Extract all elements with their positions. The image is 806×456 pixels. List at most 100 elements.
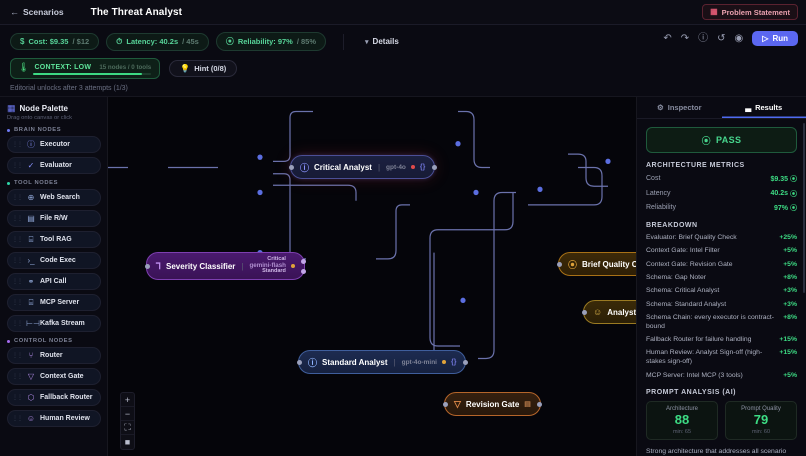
palette-item-label: Context Gate xyxy=(40,373,84,380)
check-circle-icon: ⦿ xyxy=(790,205,797,212)
input-port[interactable] xyxy=(144,263,150,269)
input-port[interactable] xyxy=(581,309,587,315)
drag-handle-icon[interactable]: ⋮⋮ xyxy=(12,353,23,359)
brain-icon: ⓘ xyxy=(27,140,35,149)
drag-handle-icon[interactable]: ⋮⋮ xyxy=(12,300,23,306)
palette-group-header: BRAIN NODES xyxy=(7,127,101,133)
drag-handle-icon[interactable]: ⋮⋮ xyxy=(12,216,23,222)
palette-item-label: Executor xyxy=(40,141,70,148)
breakdown-value: +3% xyxy=(783,287,797,295)
workflow-canvas[interactable]: ⓘ Critical Analyst | gpt-4o {} ⅂ Severit… xyxy=(108,97,636,456)
palette-item-context-gate[interactable]: ⋮⋮ ▽ Context Gate xyxy=(7,368,101,385)
palette-item-label: File R/W xyxy=(40,215,68,222)
palette-item-api-call[interactable]: ⋮⋮⚭API Call xyxy=(7,273,101,290)
metric-key: Reliability xyxy=(646,204,676,211)
tab-results[interactable]: ▃ Results xyxy=(722,97,806,118)
lock-icon[interactable]: ■ xyxy=(124,437,131,447)
zoom-in-icon[interactable]: + xyxy=(121,393,134,407)
reset-icon[interactable]: ↺ xyxy=(717,32,726,44)
summary-text: Strong architecture that addresses all s… xyxy=(646,447,787,455)
shield-check-icon: ⦿ xyxy=(225,37,234,46)
eye-icon[interactable]: ◉ xyxy=(734,32,744,44)
palette-item-executor[interactable]: ⋮⋮ ⓘ Executor xyxy=(7,136,101,153)
zoom-out-icon[interactable]: − xyxy=(121,407,134,421)
context-label: CONTEXT: LOW xyxy=(34,64,92,71)
back-to-scenarios-button[interactable]: ← Scenarios xyxy=(10,7,64,17)
node-standard-analyst[interactable]: ⓘ Standard Analyst | gpt-4o-mini {} xyxy=(296,350,468,374)
output-port[interactable] xyxy=(462,359,468,365)
group-dot xyxy=(7,181,10,185)
drag-handle-icon[interactable]: ⋮⋮ xyxy=(12,195,23,201)
palette-item-tool-rag[interactable]: ⋮⋮⌸Tool RAG xyxy=(7,231,101,248)
node-critical-analyst[interactable]: ⓘ Critical Analyst | gpt-4o {} xyxy=(288,155,437,179)
palette-item-code-exec[interactable]: ⋮⋮›_Code Exec xyxy=(7,252,101,269)
node-analyst-signoff[interactable]: ☺ Analyst S xyxy=(581,300,636,324)
input-port[interactable] xyxy=(288,164,294,170)
drag-handle-icon[interactable]: ⋮⋮ xyxy=(12,258,23,264)
details-toggle[interactable]: ▾ Details xyxy=(365,37,399,46)
drag-handle-icon[interactable]: ⋮⋮ xyxy=(12,395,23,401)
latency-label: Latency: 40.2s xyxy=(126,37,179,46)
funnel-icon: ▽ xyxy=(454,398,461,409)
palette-item-evaluator[interactable]: ⋮⋮✓Evaluator xyxy=(7,157,101,174)
output-port-standard[interactable] xyxy=(301,268,307,274)
cost-chip[interactable]: $ Cost: $9.35 / $12 xyxy=(10,33,100,50)
breakdown-value: +25% xyxy=(779,234,797,241)
output-port[interactable] xyxy=(431,164,437,170)
node-brief-quality-check[interactable]: ⦿ Brief Quality Check | gpt-4o-mini xyxy=(556,252,636,276)
output-port-critical[interactable] xyxy=(301,258,307,264)
status-dot xyxy=(290,264,295,268)
drag-handle-icon[interactable]: ⋮⋮ xyxy=(12,279,23,285)
palette-icon: ▦ xyxy=(7,103,16,113)
run-button[interactable]: ▷ Run xyxy=(752,31,798,46)
score-cards: Architecture 88 min: 65 Prompt Quality 7… xyxy=(646,401,797,440)
redo-icon[interactable]: ↷ xyxy=(680,32,690,44)
breakdown-row: Schema: Critical Analyst+3% xyxy=(646,287,797,296)
drag-handle-icon[interactable]: ⋮⋮ xyxy=(12,142,23,148)
context-row: 🌡 CONTEXT: LOW 15 nodes / 0 tools 💡 Hint… xyxy=(10,58,796,79)
metric-key: Latency xyxy=(646,189,671,197)
latency-budget: / 45s xyxy=(182,37,199,46)
reliability-chip[interactable]: ⦿ Reliability: 97% / 85% xyxy=(215,32,327,51)
funnel-icon: ▽ xyxy=(27,372,35,381)
schema-badge: {} xyxy=(450,358,457,366)
palette-item-router[interactable]: ⋮⋮⑂Router xyxy=(7,347,101,364)
tab-inspector[interactable]: ⚙ Inspector xyxy=(637,97,722,118)
drag-handle-icon[interactable]: ⋮⋮ xyxy=(12,237,23,243)
palette-item-file-r-w[interactable]: ⋮⋮▤File R/W xyxy=(7,210,101,227)
palette-item-web-search[interactable]: ⋮⋮⊕Web Search xyxy=(7,189,101,206)
output-port[interactable] xyxy=(537,401,543,407)
palette-item-label: API Call xyxy=(40,278,67,285)
cost-budget: / $12 xyxy=(72,37,90,46)
palette-item-mcp-server[interactable]: ⋮⋮⌸MCP Server xyxy=(7,294,101,311)
input-port[interactable] xyxy=(442,401,448,407)
palette-item-kafka-stream[interactable]: ⋮⋮⊢⊣Kafka Stream xyxy=(7,315,101,332)
palette-item-label: Tool RAG xyxy=(40,236,72,243)
check-circle-icon: ⦿ xyxy=(790,176,797,183)
hint-button[interactable]: 💡 Hint (0/8) xyxy=(169,60,238,77)
group-dot xyxy=(7,339,10,343)
panel-scrollbar[interactable] xyxy=(802,123,805,293)
palette-item-label: Kafka Stream xyxy=(40,320,85,327)
input-port[interactable] xyxy=(296,359,302,365)
node-severity-classifier[interactable]: ⅂ Severity Classifier | Critical gemini-… xyxy=(144,252,307,280)
context-meter[interactable]: 🌡 CONTEXT: LOW 15 nodes / 0 tools xyxy=(10,58,161,79)
input-port[interactable] xyxy=(556,261,562,267)
node-revision-gate[interactable]: ▽ Revision Gate ▤ xyxy=(442,392,543,416)
palette-item-fallback-router[interactable]: ⋮⋮⬡Fallback Router xyxy=(7,389,101,406)
breakdown-value: +15% xyxy=(779,349,797,357)
breakdown-key: Fallback Router for failure handling xyxy=(646,336,752,344)
undo-icon[interactable]: ↶ xyxy=(663,32,672,44)
info-icon[interactable]: ⓘ xyxy=(698,32,709,44)
fit-view-icon[interactable]: ⛶ xyxy=(121,421,134,435)
file-badge-icon: ▤ xyxy=(524,401,531,408)
drag-handle-icon[interactable]: ⋮⋮ xyxy=(12,374,23,380)
drag-handle-icon[interactable]: ⋮⋮ xyxy=(12,416,23,422)
problem-statement-button[interactable]: ▦ Problem Statement xyxy=(702,4,798,20)
drag-handle-icon[interactable]: ⋮⋮ xyxy=(12,163,23,169)
top-bar: ← Scenarios The Threat Analyst ▦ Problem… xyxy=(0,0,806,25)
drag-handle-icon[interactable]: ⋮⋮ xyxy=(12,321,23,327)
latency-chip[interactable]: ⏱ Latency: 40.2s / 45s xyxy=(106,32,209,51)
branch-icon: ⑂ xyxy=(28,351,34,360)
palette-item-human-review[interactable]: ⋮⋮☺Human Review xyxy=(7,410,101,427)
